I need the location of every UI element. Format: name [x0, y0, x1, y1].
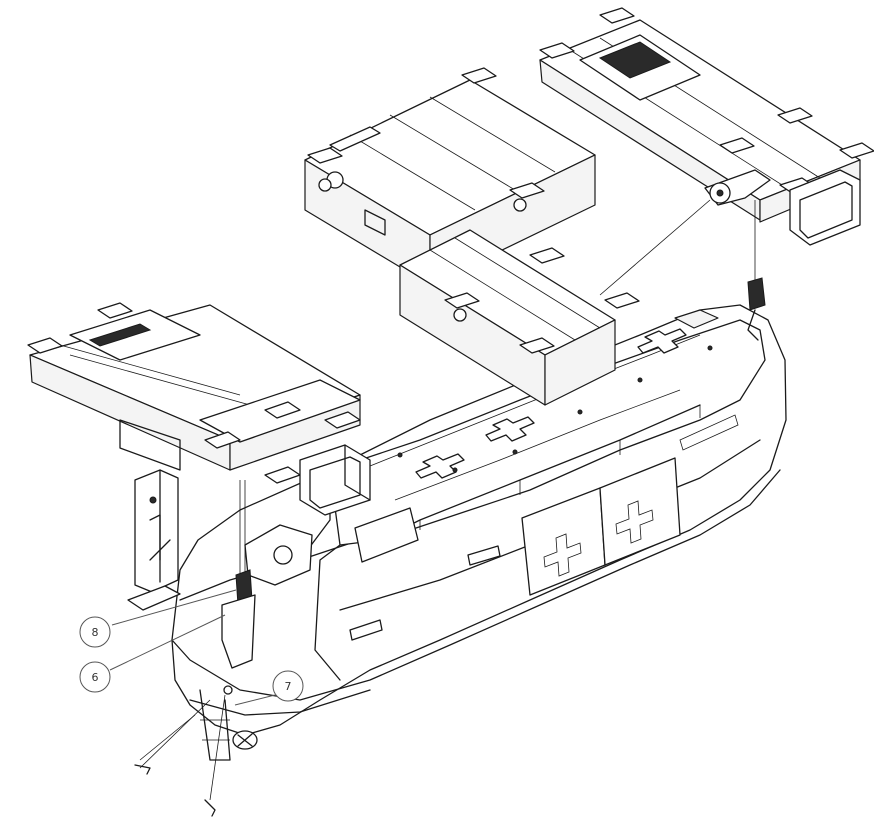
davit-arm-right	[539, 7, 874, 341]
callout-8-label: 8	[92, 626, 99, 639]
winch-housing	[304, 67, 640, 406]
roof-cross-3	[637, 328, 687, 354]
lifeboat-hull	[171, 304, 787, 750]
callout-7-label: 7	[285, 680, 292, 693]
davit-arm-left	[27, 302, 371, 669]
roof-cross-2	[485, 416, 535, 442]
painter-lines	[134, 685, 233, 817]
callout-6: 6	[79, 614, 226, 693]
winch-post	[127, 469, 181, 611]
side-door-right	[599, 457, 681, 566]
callout-7: 7	[234, 670, 304, 706]
callout-6-label: 6	[92, 671, 99, 684]
callout-8: 8	[79, 589, 237, 648]
side-window-front	[354, 507, 419, 563]
